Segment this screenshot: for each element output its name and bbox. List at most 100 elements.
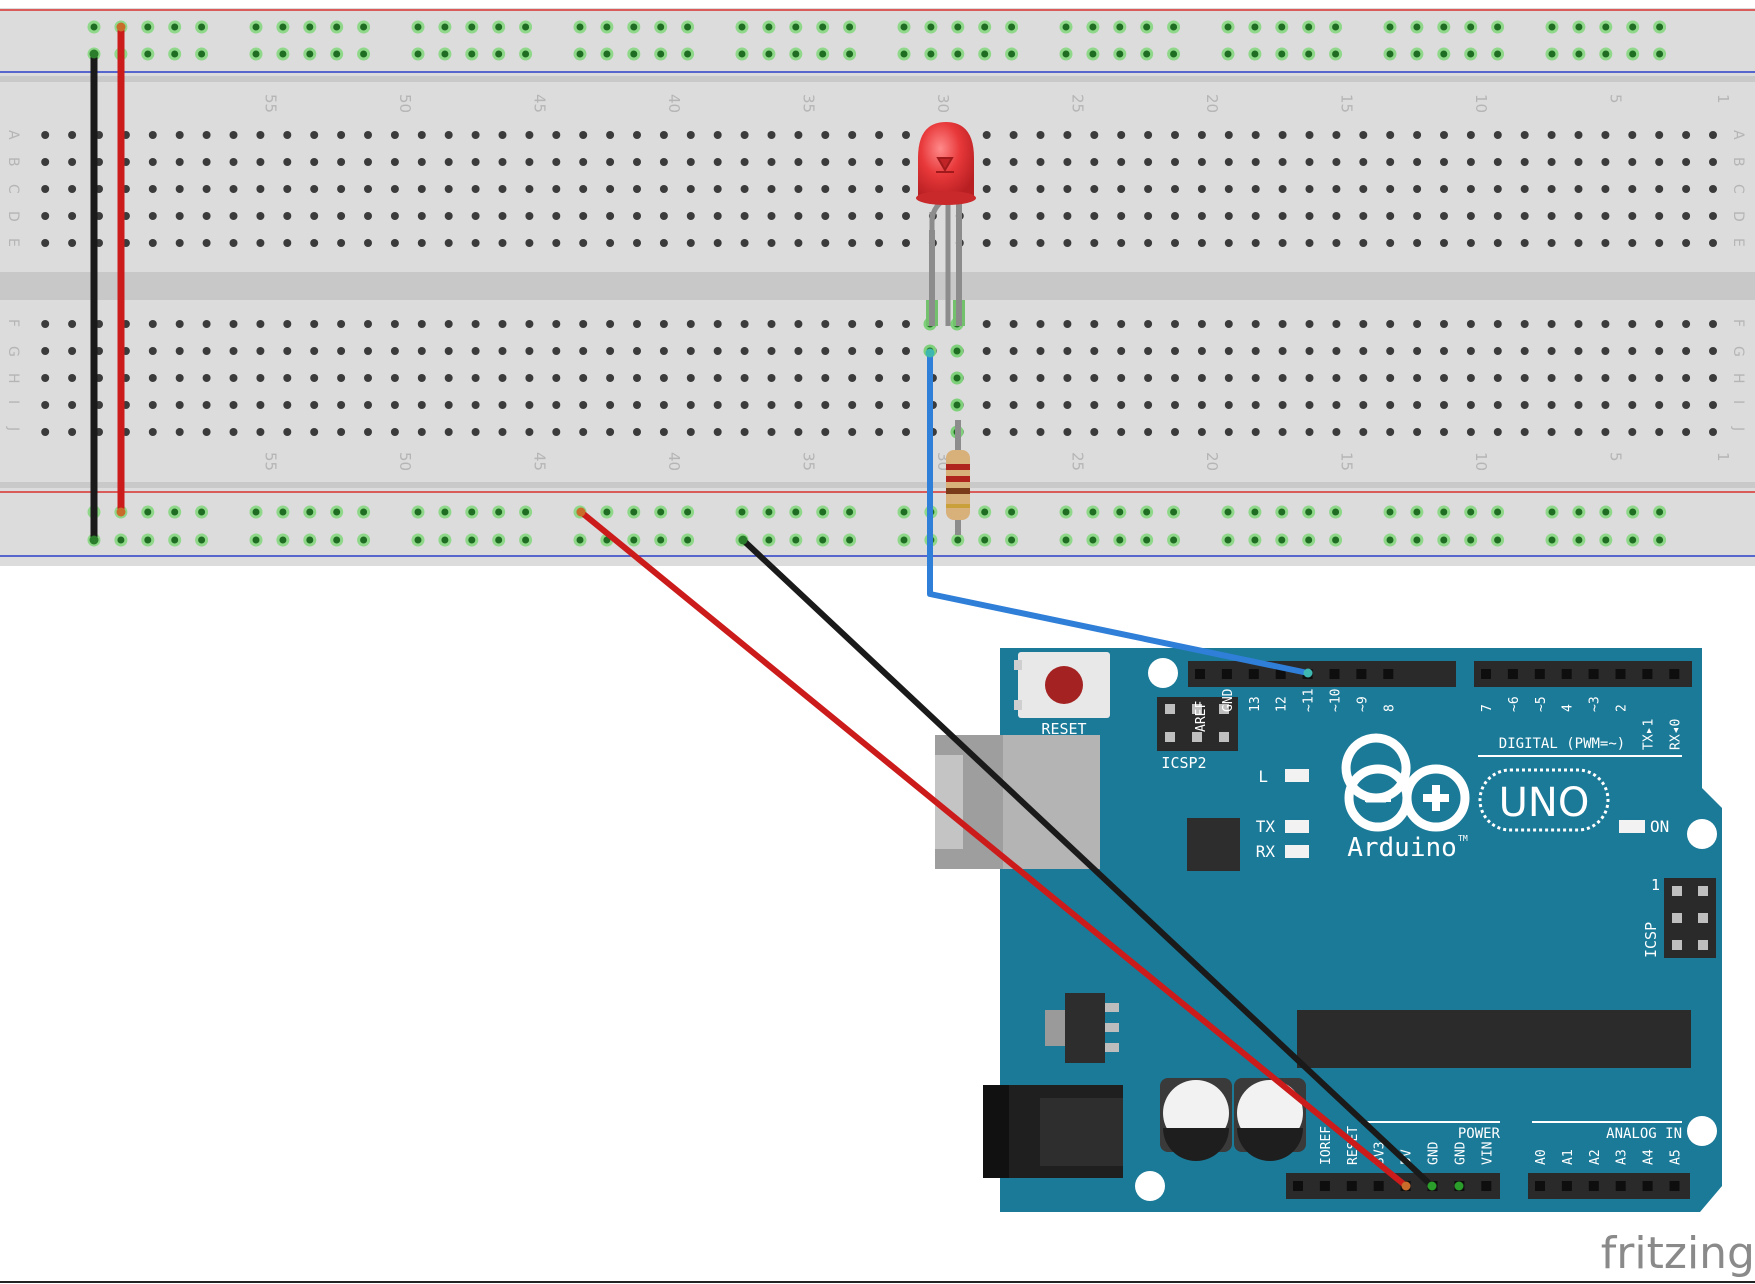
- header-pin: [1642, 669, 1653, 679]
- breadboard-hole: [1036, 428, 1045, 436]
- breadboard-hole: [1359, 131, 1368, 139]
- row-letter: G: [1730, 346, 1746, 357]
- breadboard-hole: [390, 347, 399, 355]
- breadboard-hole: [1305, 185, 1314, 193]
- column-number: 1: [1714, 452, 1732, 462]
- rail-hole-core: [900, 50, 908, 58]
- breadboard-hole: [713, 374, 722, 382]
- breadboard-hole: [390, 185, 399, 193]
- breadboard-hole: [1493, 212, 1502, 220]
- breadboard-hole: [1493, 401, 1502, 409]
- breadboard-hole: [256, 347, 265, 355]
- breadboard-hole: [1009, 212, 1018, 220]
- breadboard-hole: [1197, 185, 1206, 193]
- rail-hole-core: [630, 508, 638, 516]
- rail-hole-core: [1440, 23, 1448, 31]
- breadboard-hole: [659, 428, 668, 436]
- header-pin: [1383, 669, 1394, 679]
- breadboard-hole: [444, 374, 453, 382]
- breadboard-hole: [1224, 212, 1233, 220]
- breadboard-hole: [337, 428, 346, 436]
- breadboard-hole: [1709, 320, 1717, 328]
- breadboard-hole: [982, 158, 991, 166]
- header-pin: [1346, 1181, 1357, 1191]
- breadboard-hole: [1117, 320, 1126, 328]
- breadboard-hole: [1520, 401, 1529, 409]
- breadboard-hole: [444, 320, 453, 328]
- led-anode: [929, 230, 935, 326]
- wire-end: [925, 348, 935, 358]
- breadboard-hole: [202, 131, 211, 139]
- breadboard-hole: [1171, 131, 1179, 139]
- breadboard-hole: [68, 320, 77, 328]
- rail-hole-core: [792, 536, 800, 544]
- rail-hole-core: [792, 508, 800, 516]
- breadboard-hole: [579, 374, 588, 382]
- header-pin: [1669, 669, 1680, 679]
- rail-hole-core: [333, 536, 341, 544]
- rail-hole-core: [738, 23, 746, 31]
- analog-pin-label: A2: [1588, 1149, 1603, 1165]
- rail-hole-core: [1629, 536, 1637, 544]
- breadboard-hole: [498, 239, 507, 247]
- rail-hole-core: [90, 23, 98, 31]
- rail-hole-core: [414, 50, 422, 58]
- tx-label: TX: [1256, 817, 1276, 836]
- row-letter: C: [5, 184, 21, 194]
- led-cathode: [956, 200, 962, 326]
- breadboard-hole: [821, 131, 830, 139]
- breadboard-hole: [740, 320, 749, 328]
- breadboard-hole: [1655, 185, 1664, 193]
- header-pin: [1319, 1181, 1330, 1191]
- digital-pin-label: ~10: [1329, 689, 1344, 712]
- column-number: 20: [1203, 452, 1221, 471]
- breadboard-hole: [1574, 239, 1583, 247]
- reset-button-cap[interactable]: [1045, 666, 1083, 704]
- breadboard-hole: [633, 347, 641, 355]
- breadboard-hole: [1493, 347, 1502, 355]
- rail-hole-core: [1278, 50, 1286, 58]
- icsp-pin: [1672, 940, 1682, 950]
- breadboard-hole: [794, 320, 803, 328]
- connected-hole-core: [953, 374, 961, 382]
- connected-hole-core: [953, 347, 961, 355]
- breadboard-hole: [1628, 131, 1637, 139]
- led-l-label: L: [1258, 767, 1268, 786]
- on-label: ON: [1650, 817, 1669, 836]
- breadboard-hole: [1063, 428, 1072, 436]
- rail-hole-core: [171, 536, 179, 544]
- column-number: 25: [1068, 94, 1086, 113]
- breadboard-hole: [417, 374, 426, 382]
- rail-hole-core: [1386, 50, 1394, 58]
- dc-power-jack-inner: [1040, 1098, 1123, 1166]
- rail-hole-core: [468, 50, 476, 58]
- breadboard-hole: [821, 374, 830, 382]
- breadboard-hole: [902, 374, 910, 382]
- icsp-pins: [1672, 886, 1708, 950]
- rail-hole-core: [1008, 23, 1016, 31]
- breadboard-hole: [875, 320, 884, 328]
- breadboard-hole: [471, 212, 480, 220]
- breadboard-hole: [633, 374, 641, 382]
- breadboard-hole: [1547, 428, 1556, 436]
- rail-hole-core: [819, 536, 827, 544]
- breadboard-hole: [471, 428, 480, 436]
- breadboard-hole: [525, 401, 534, 409]
- rail-hole-core: [171, 50, 179, 58]
- breadboard-hole: [902, 158, 910, 166]
- breadboard-hole: [1063, 131, 1072, 139]
- breadboard-hole: [1171, 239, 1179, 247]
- breadboard-hole: [659, 131, 668, 139]
- breadboard-hole: [471, 185, 480, 193]
- breadboard-hole: [1224, 401, 1233, 409]
- rail-hole-core: [765, 50, 773, 58]
- breadboard-hole: [579, 347, 588, 355]
- rail-hole-core: [1440, 536, 1448, 544]
- header-pin: [1373, 1181, 1384, 1191]
- breadboard-hole: [310, 320, 319, 328]
- breadboard-hole: [525, 428, 534, 436]
- rail-hole-core: [954, 23, 962, 31]
- capacitor: [1160, 1078, 1232, 1161]
- rail-hole-core: [954, 536, 962, 544]
- rail-hole-core: [1305, 23, 1313, 31]
